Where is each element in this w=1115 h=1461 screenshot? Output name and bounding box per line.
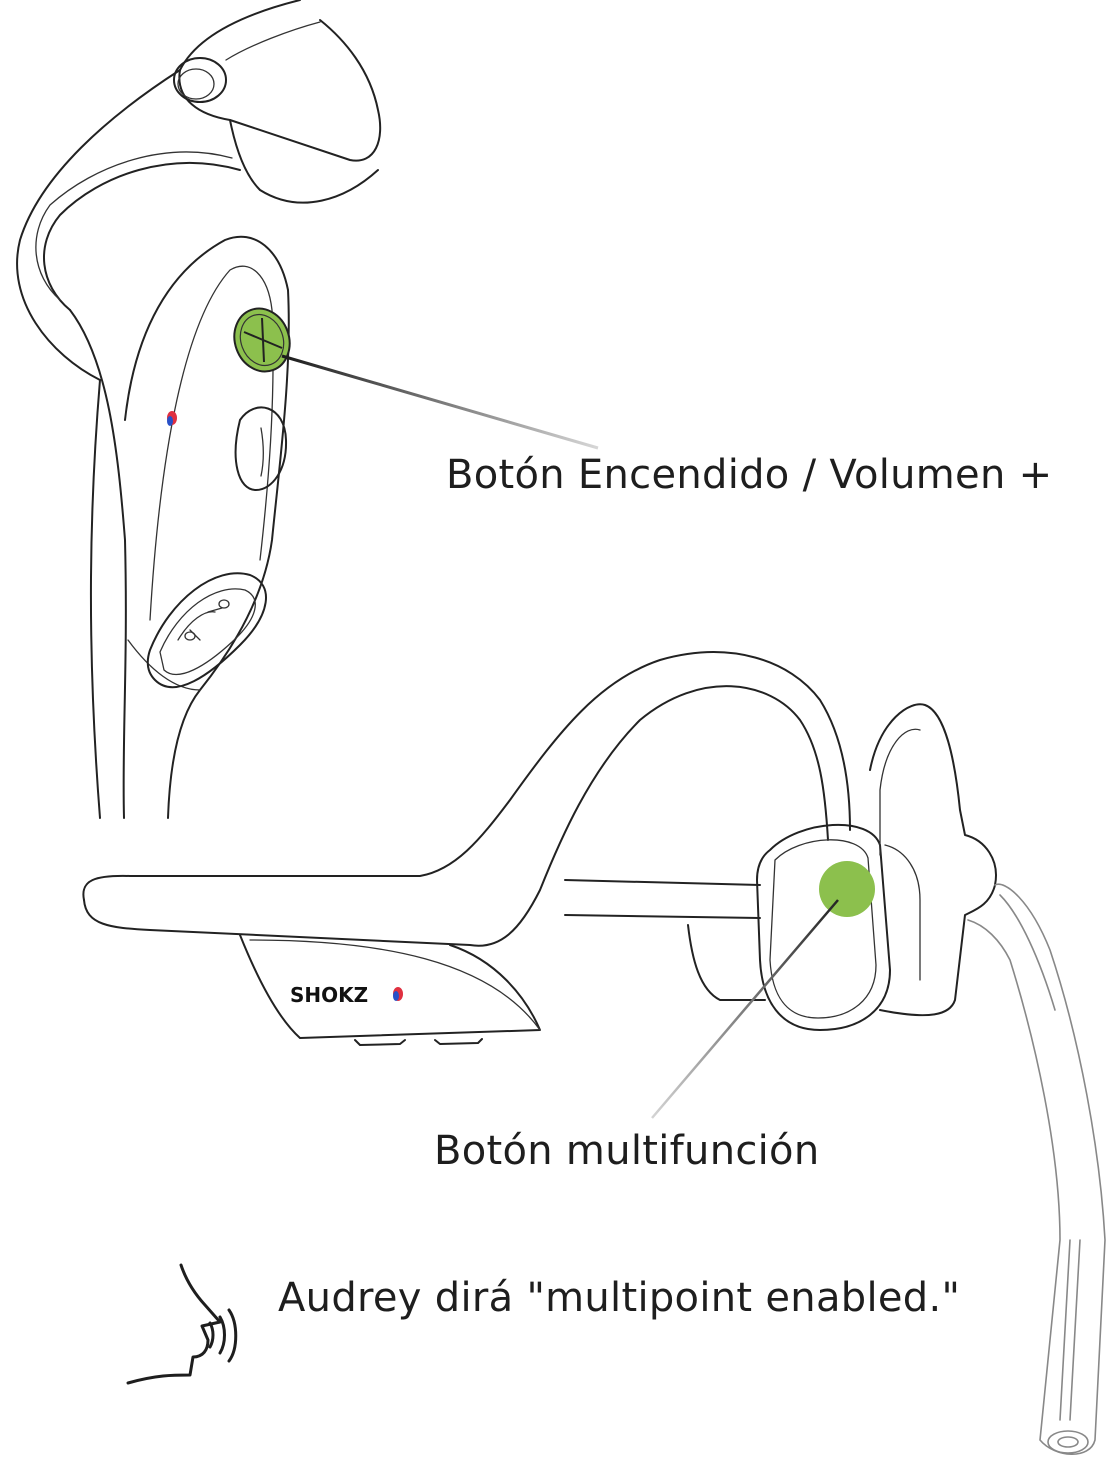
microphone-boom	[968, 884, 1105, 1454]
voice-prompt-text: Audrey dirá "multipoint enabled."	[278, 1275, 960, 1321]
leader-line-power	[282, 356, 598, 448]
brand-logo: SHOKZ	[290, 983, 368, 1007]
multifunction-label: Botón multifunción	[434, 1128, 819, 1174]
earpiece-top	[174, 0, 380, 203]
speaking-head-icon	[128, 1265, 236, 1383]
multifunction-button[interactable]	[819, 861, 875, 917]
leader-line-multifunction	[652, 900, 838, 1118]
neckband-left	[17, 70, 240, 818]
power-volume-label: Botón Encendido / Volumen +	[446, 452, 1052, 498]
headset-body: SHOKZ	[83, 652, 996, 1045]
